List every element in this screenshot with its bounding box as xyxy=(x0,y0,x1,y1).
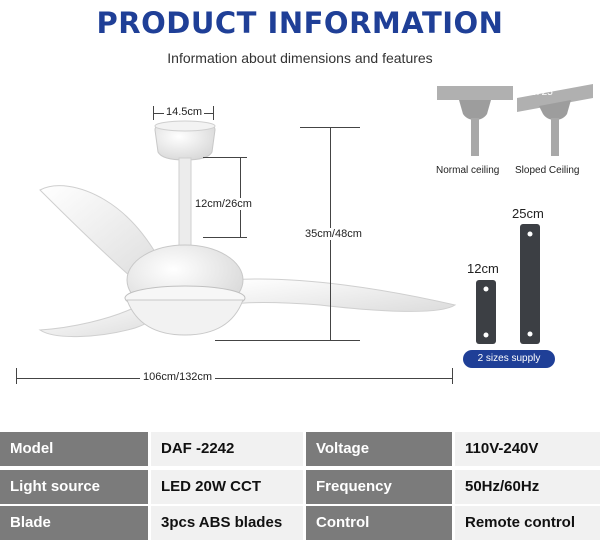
spec-row-light-source: Light source LED 20W CCT Frequency 50Hz/… xyxy=(0,470,600,504)
sloped-ceiling-label: Sloped Ceiling xyxy=(515,165,580,176)
downrod-length-line xyxy=(240,157,241,237)
total-height-label: 35cm/48cm xyxy=(303,228,364,240)
spec-row-blade: Blade 3pcs ABS blades Control Remote con… xyxy=(0,506,600,540)
normal-ceiling-illustration xyxy=(437,86,513,156)
blade-span-line xyxy=(16,378,452,379)
spec-value: 3pcs ABS blades xyxy=(151,506,303,540)
spec-label: Frequency xyxy=(306,470,452,504)
ceiling-fan-illustration xyxy=(38,120,457,337)
long-downrod xyxy=(520,224,540,344)
sloped-ceiling-illustration xyxy=(517,84,593,156)
spec-value: 110V-240V xyxy=(455,432,600,466)
spec-label: Model xyxy=(0,432,148,466)
blade-span-label: 106cm/132cm xyxy=(140,371,216,383)
short-downrod xyxy=(476,280,496,344)
canopy-width-label: 14.5cm xyxy=(164,106,205,118)
spec-label: Control xyxy=(306,506,452,540)
short-rod-label: 12cm xyxy=(467,261,499,276)
spec-value: DAF -2242 xyxy=(151,432,303,466)
sizes-supply-badge: 2 sizes supply xyxy=(463,350,555,368)
spec-row-model: Model DAF -2242 Voltage 110V-240V xyxy=(0,432,600,466)
spec-value: LED 20W CCT xyxy=(151,470,303,504)
long-rod-label: 25cm xyxy=(512,206,544,221)
fan-blade-right xyxy=(229,278,457,312)
max-angle-label: Max 25° xyxy=(520,87,557,98)
downrod-length-label: 12cm/26cm xyxy=(193,198,254,210)
page-subtitle: Information about dimensions and feature… xyxy=(167,50,433,66)
spec-label: Voltage xyxy=(306,432,452,466)
normal-ceiling-label: Normal ceiling xyxy=(436,165,500,176)
fan-blade-left xyxy=(39,185,166,286)
spec-label: Light source xyxy=(0,470,148,504)
spec-value: Remote control xyxy=(455,506,600,540)
spec-label: Blade xyxy=(0,506,148,540)
downrod xyxy=(178,157,192,249)
spec-value: 50Hz/60Hz xyxy=(455,470,600,504)
page-title: PRODUCT INFORMATION xyxy=(96,6,504,40)
light-kit xyxy=(126,299,244,336)
